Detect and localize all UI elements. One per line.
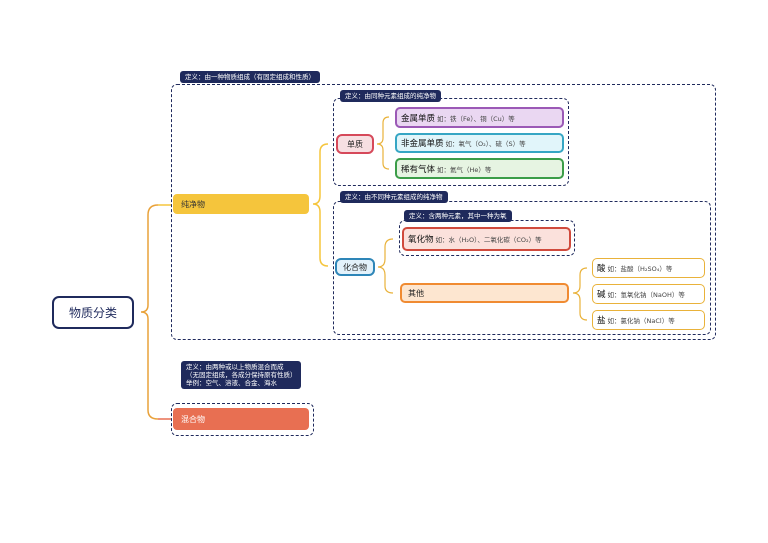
pure-group-frame [171, 84, 716, 340]
leaf-nonmetal-desc: 如：氧气（O₂）、硫（S）等 [445, 140, 526, 148]
mixture-definition: 定义：由两种或以上物质混合而成（无固定组成，各成分保持原有性质） [186, 363, 297, 380]
leaf-metal[interactable]: 金属单质 如：铁（Fe）、铜（Cu）等 [395, 107, 564, 128]
root-node[interactable]: 物质分类 [52, 296, 134, 329]
root-brace [140, 204, 159, 420]
leaf-base-desc: 如：氢氧化钠（NaOH）等 [607, 291, 685, 299]
mixture-label: 混合物 [181, 414, 205, 424]
leaf-oxide[interactable]: 氧化物 如：水（H₂O）、二氧化碳（CO₂）等 [402, 227, 571, 251]
oxide-definition: 定义：含两种元素，其中一种为氧 [404, 210, 512, 223]
leaf-nonmetal-name: 非金属单质 [401, 139, 444, 149]
leaf-salt-name: 盐 [597, 316, 606, 326]
pure-node[interactable]: 纯净物 [173, 194, 309, 214]
elemental-definition: 定义：由同种元素组成的纯净物 [340, 90, 441, 103]
mixture-examples: 举例：空气、溶液、合金、海水 [186, 379, 277, 388]
leaf-base[interactable]: 碱 如：氢氧化钠（NaOH）等 [592, 284, 705, 304]
leaf-metal-name: 金属单质 [401, 113, 436, 124]
leaf-metal-desc: 如：铁（Fe）、铜（Cu）等 [437, 114, 515, 123]
other-node[interactable]: 其他 [400, 283, 569, 303]
compound-definition: 定义：由不同种元素组成的纯净物 [340, 191, 448, 204]
leaf-acid-desc: 如：盐酸（H₂SO₄）等 [607, 265, 673, 273]
mixture-node[interactable]: 混合物 [173, 408, 309, 430]
elemental-brace [376, 116, 390, 170]
mixture-definition-box: 定义：由两种或以上物质混合而成（无固定组成，各成分保持原有性质） 举例：空气、溶… [181, 361, 301, 390]
elemental-group-frame [333, 98, 569, 186]
leaf-oxide-name: 氧化物 [408, 235, 434, 245]
leaf-noble-gas-name: 稀有气体 [401, 164, 436, 175]
compound-node[interactable]: 化合物 [335, 258, 375, 276]
leaf-acid[interactable]: 酸 如：盐酸（H₂SO₄）等 [592, 258, 705, 278]
leaf-noble-gas[interactable]: 稀有气体 如：氦气（He）等 [395, 158, 564, 179]
leaf-acid-name: 酸 [597, 264, 606, 274]
leaf-salt[interactable]: 盐 如：氯化钠（NaCl）等 [592, 310, 705, 330]
leaf-base-name: 碱 [597, 290, 606, 300]
leaf-nonmetal[interactable]: 非金属单质 如：氧气（O₂）、硫（S）等 [395, 133, 564, 153]
compound-brace [377, 238, 394, 294]
mixture-group-frame [171, 403, 314, 436]
other-brace [572, 267, 588, 321]
pure-label: 纯净物 [181, 199, 205, 209]
pure-brace [312, 143, 329, 267]
compound-group-frame [333, 201, 711, 335]
other-label: 其他 [408, 288, 424, 298]
pure-definition: 定义：由一种物质组成（有固定组成和性质） [180, 71, 320, 84]
leaf-oxide-desc: 如：水（H₂O）、二氧化碳（CO₂）等 [435, 236, 542, 244]
leaf-salt-desc: 如：氯化钠（NaCl）等 [607, 317, 675, 325]
leaf-noble-gas-desc: 如：氦气（He）等 [437, 165, 492, 174]
elemental-node[interactable]: 单质 [336, 134, 374, 154]
